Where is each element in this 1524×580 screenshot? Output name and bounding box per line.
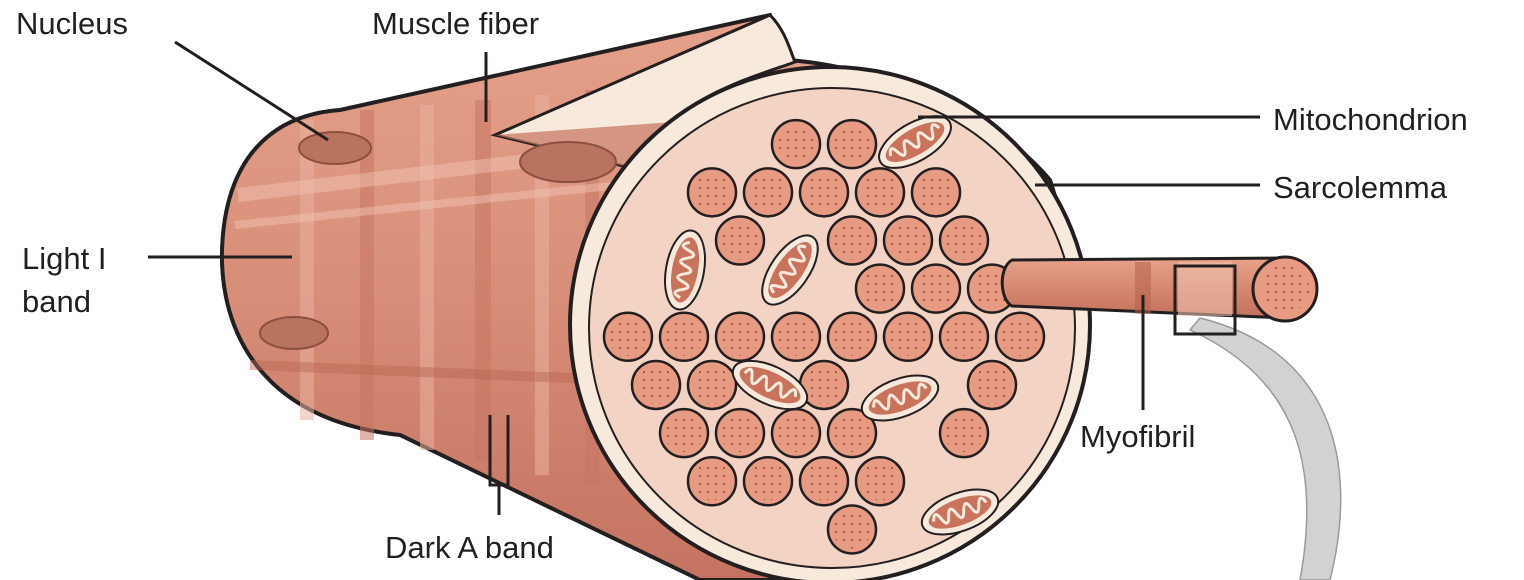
myofilament-dots	[861, 173, 899, 212]
leader-nucleus	[174, 40, 329, 142]
myofilament-dots	[721, 414, 759, 453]
myofilament-dots	[861, 269, 899, 308]
nucleus-icon	[519, 141, 617, 183]
label-light-i-band: Light I band	[22, 241, 107, 320]
mitochondrion-icon	[731, 359, 809, 411]
nucleus-icon	[298, 131, 372, 165]
myofibril-cross-sections	[602, 118, 1046, 555]
myofilament-dots	[833, 317, 871, 356]
label-sarcolemma: Sarcolemma	[1273, 170, 1447, 205]
myofilament-dots	[693, 462, 731, 501]
myofilament-dots	[805, 462, 843, 501]
myofilament-dots	[917, 173, 955, 212]
leader-dark-a-band	[488, 415, 510, 515]
myofilament-dots	[665, 317, 703, 356]
myofilament-dots	[721, 221, 759, 260]
nucleus-icon	[259, 316, 329, 350]
myofibril-icon	[1000, 255, 1319, 323]
myofilament-dots	[777, 317, 815, 356]
myofilament-dots	[805, 173, 843, 212]
myofilament-dots	[973, 365, 1011, 404]
label-nucleus: Nucleus	[16, 6, 128, 41]
label-dark-a-band: Dark A band	[385, 530, 554, 565]
zoom-box	[1173, 264, 1237, 336]
myofilament-dots	[805, 365, 843, 404]
myofilament-dots	[833, 125, 871, 164]
mitochondria	[664, 115, 1000, 536]
myofilament-dots	[917, 269, 955, 308]
mitochondrion-icon	[761, 234, 819, 306]
leader-lines	[148, 40, 1260, 515]
myofilament-dots	[833, 414, 871, 453]
myofilament-dots	[945, 414, 983, 453]
myofilament-dots	[749, 173, 787, 212]
myofilament-dots	[693, 365, 731, 404]
myofilament-dots	[1001, 317, 1039, 356]
mitochondrion-icon	[664, 229, 706, 311]
mitochondrion-icon	[920, 488, 1000, 536]
myofilament-dots	[945, 221, 983, 260]
myofilament-dots	[833, 221, 871, 260]
myofilament-dots	[609, 317, 647, 356]
myofilament-dots	[833, 510, 871, 549]
myofilament-dots	[749, 462, 787, 501]
myofilament-dots	[777, 125, 815, 164]
myofilament-dots	[721, 317, 759, 356]
myofilament-dots	[861, 462, 899, 501]
zoom-callout	[1188, 317, 1342, 580]
myofilament-dots	[945, 317, 983, 356]
label-muscle-fiber: Muscle fiber	[372, 6, 540, 41]
myofilament-dots	[637, 365, 675, 404]
myofilament-dots	[665, 414, 703, 453]
mitochondrion-icon	[878, 115, 952, 169]
label-myofibril: Myofibril	[1080, 419, 1196, 454]
mitochondrion-icon	[860, 374, 940, 422]
label-mitochondrion: Mitochondrion	[1273, 102, 1468, 137]
myofilament-dots	[693, 173, 731, 212]
myofilament-dots	[889, 221, 927, 260]
myofilament-dots	[777, 414, 815, 453]
myofilament-dots	[889, 317, 927, 356]
